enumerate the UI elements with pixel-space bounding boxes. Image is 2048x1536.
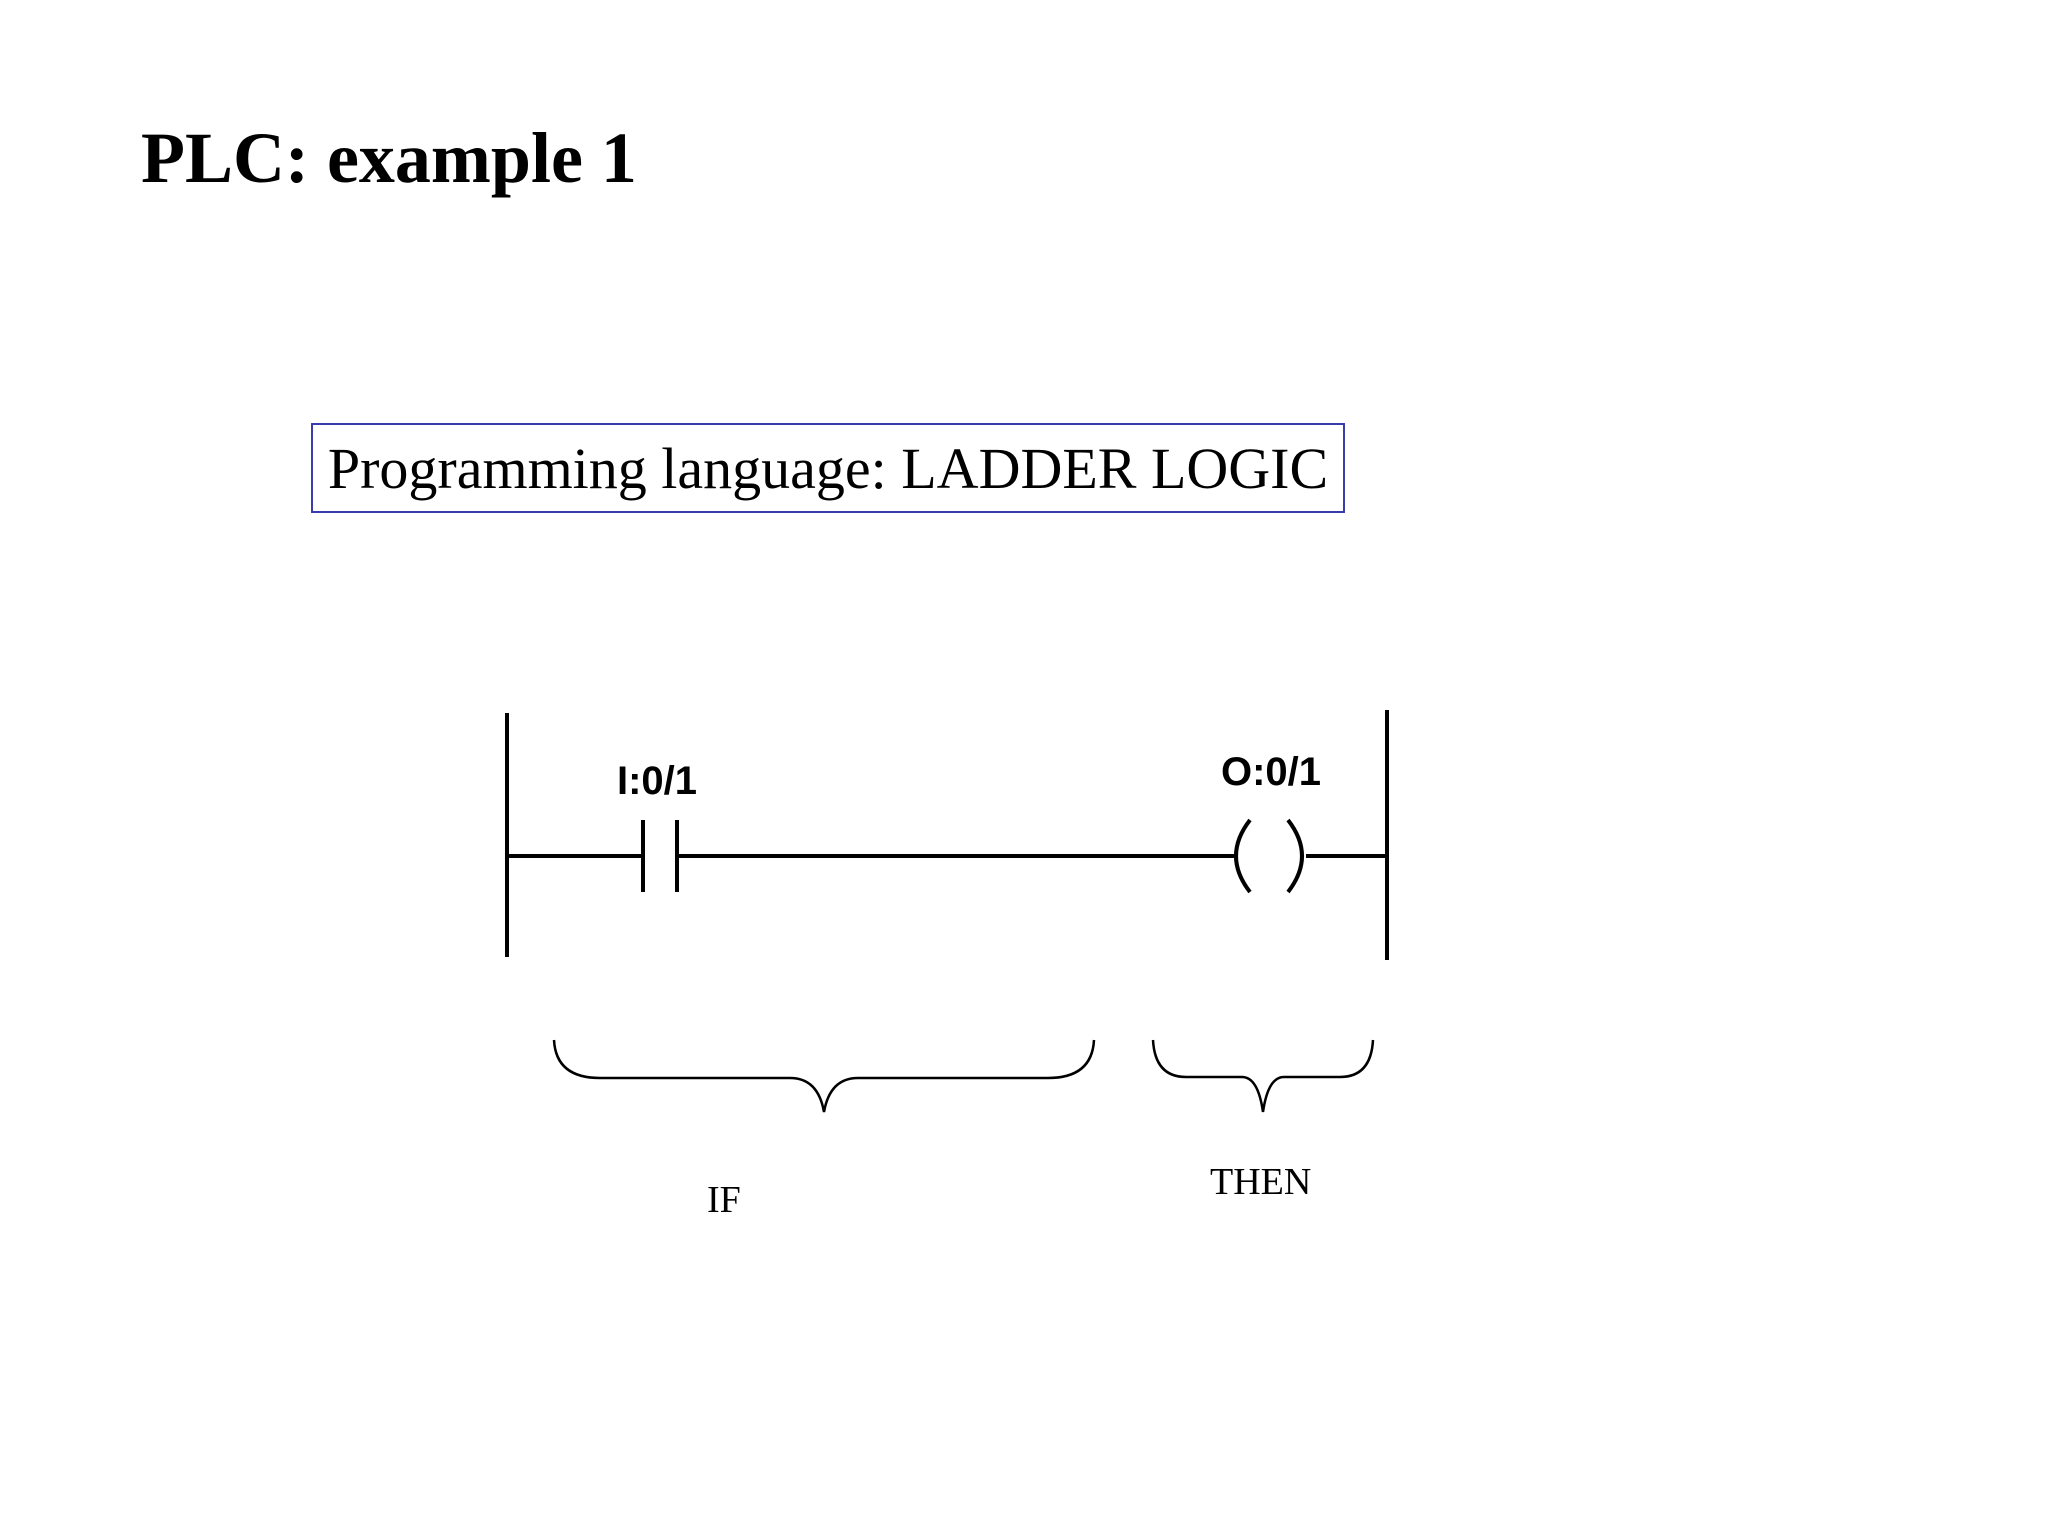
slide-title: PLC: example 1 (141, 118, 637, 198)
language-box: Programming language: LADDER LOGIC (311, 423, 1345, 513)
output-coil-icon (1234, 818, 1304, 894)
if-brace-icon (552, 1039, 1096, 1113)
output-address-label: O:0/1 (1221, 750, 1321, 794)
input-address-label: I:0/1 (617, 759, 697, 803)
if-label: IF (707, 1179, 741, 1221)
normally-open-contact-icon (641, 820, 679, 892)
then-brace-icon (1151, 1039, 1375, 1113)
then-label: THEN (1210, 1161, 1312, 1203)
